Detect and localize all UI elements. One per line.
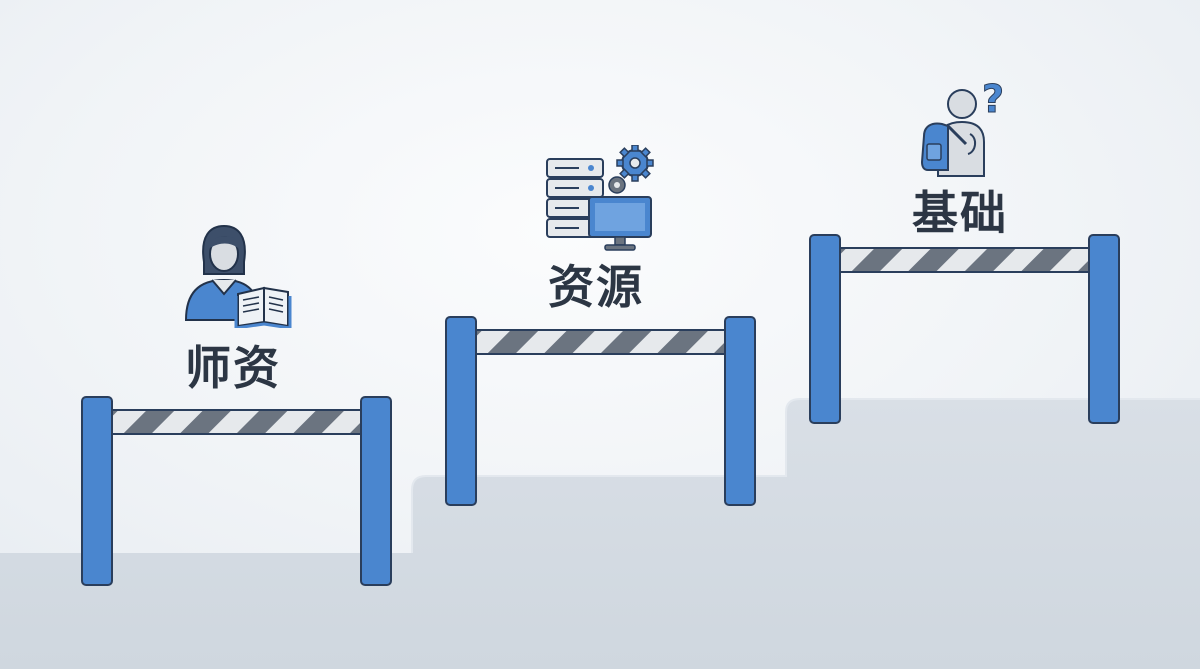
barrier-post-right	[724, 316, 756, 506]
barrier-gate-foundation	[809, 234, 1120, 424]
barrier-label-teachers: 师资	[185, 341, 281, 395]
barrier-bar	[101, 409, 373, 435]
barrier-bar	[465, 329, 737, 355]
barrier-post-right	[360, 396, 392, 586]
barrier-post-right	[1088, 234, 1120, 424]
barrier-gate-resources	[445, 316, 756, 506]
barrier-gate-teachers	[81, 396, 392, 586]
barrier-label-foundation: 基础	[912, 186, 1008, 240]
barrier-bar	[829, 247, 1101, 273]
student-with-question-icon: ?	[920, 77, 1005, 177]
barrier-post-left	[445, 316, 477, 506]
barrier-post-left	[809, 234, 841, 424]
svg-text:?: ?	[982, 77, 1004, 121]
teacher-with-book-icon	[184, 224, 292, 328]
barrier-label-resources: 资源	[548, 260, 644, 314]
barrier-post-left	[81, 396, 113, 586]
server-computer-gears-icon	[546, 145, 654, 251]
